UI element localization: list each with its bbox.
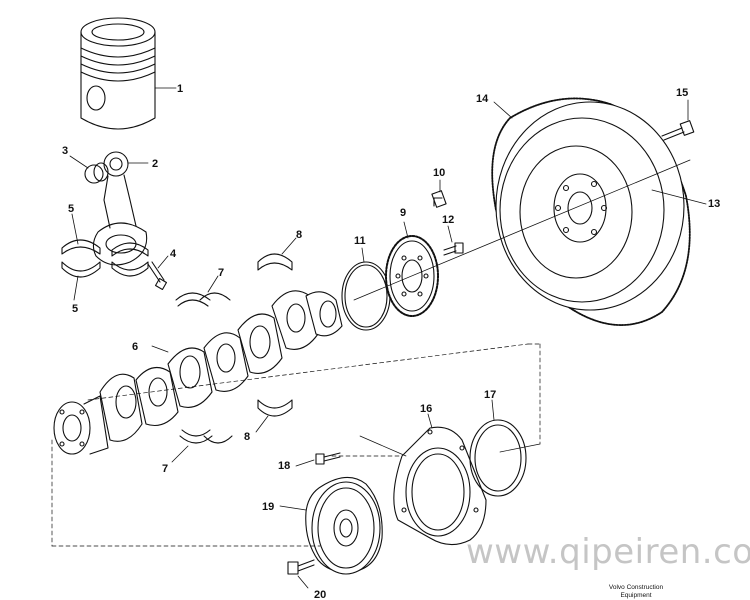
callout-10: 10 (433, 167, 445, 179)
small-bolt-part (295, 452, 341, 467)
o-ring-part (341, 247, 391, 331)
pulley-bolt-part (287, 559, 315, 589)
piston-part (80, 17, 177, 130)
callout-6: 6 (132, 341, 138, 353)
damper-pulley-part (279, 476, 383, 575)
callout-2: 2 (152, 158, 158, 170)
credit-line-1: Volvo Construction (608, 584, 664, 591)
assembly-guide-lines (51, 343, 541, 547)
callout-18: 18 (278, 460, 290, 472)
manufacturer-credit: Volvo Construction Equipment (596, 584, 676, 600)
rod-bolt-part (147, 255, 169, 291)
seal-ring-part (469, 399, 527, 497)
callout-8-upper: 8 (296, 229, 302, 241)
callout-3: 3 (62, 145, 68, 157)
watermark-text: www.qipeiren.com (466, 532, 750, 572)
callout-9: 9 (400, 207, 406, 219)
callout-7-upper: 7 (218, 267, 224, 279)
flywheel-part (491, 97, 707, 326)
callout-5-lower: 5 (72, 303, 78, 315)
credit-line-2: Equipment (620, 592, 652, 599)
callout-12: 12 (442, 214, 454, 226)
crank-gear-part (385, 221, 439, 317)
callout-7-lower: 7 (162, 463, 168, 475)
gear-bolt-part (443, 225, 464, 256)
seal-housing-part (393, 413, 487, 546)
main-bearing-part (255, 237, 297, 433)
callout-19: 19 (262, 501, 274, 513)
callout-17: 17 (484, 389, 496, 401)
bearing-shells-part (61, 213, 149, 301)
callout-8-lower: 8 (244, 431, 250, 443)
bushing-part (69, 155, 109, 184)
callout-5-upper: 5 (68, 203, 74, 215)
callout-11: 11 (354, 235, 366, 247)
callout-4: 4 (170, 248, 177, 260)
callout-13: 13 (708, 198, 720, 210)
callout-14: 14 (476, 93, 489, 105)
thrust-washers-part (171, 275, 233, 463)
crankshaft-part (53, 290, 343, 455)
callout-20: 20 (314, 589, 326, 600)
callout-15: 15 (676, 87, 688, 99)
flywheel-bolt-part (661, 99, 695, 141)
dowel-pin-part (431, 179, 447, 208)
callout-16: 16 (420, 403, 432, 415)
callout-1: 1 (177, 83, 183, 95)
